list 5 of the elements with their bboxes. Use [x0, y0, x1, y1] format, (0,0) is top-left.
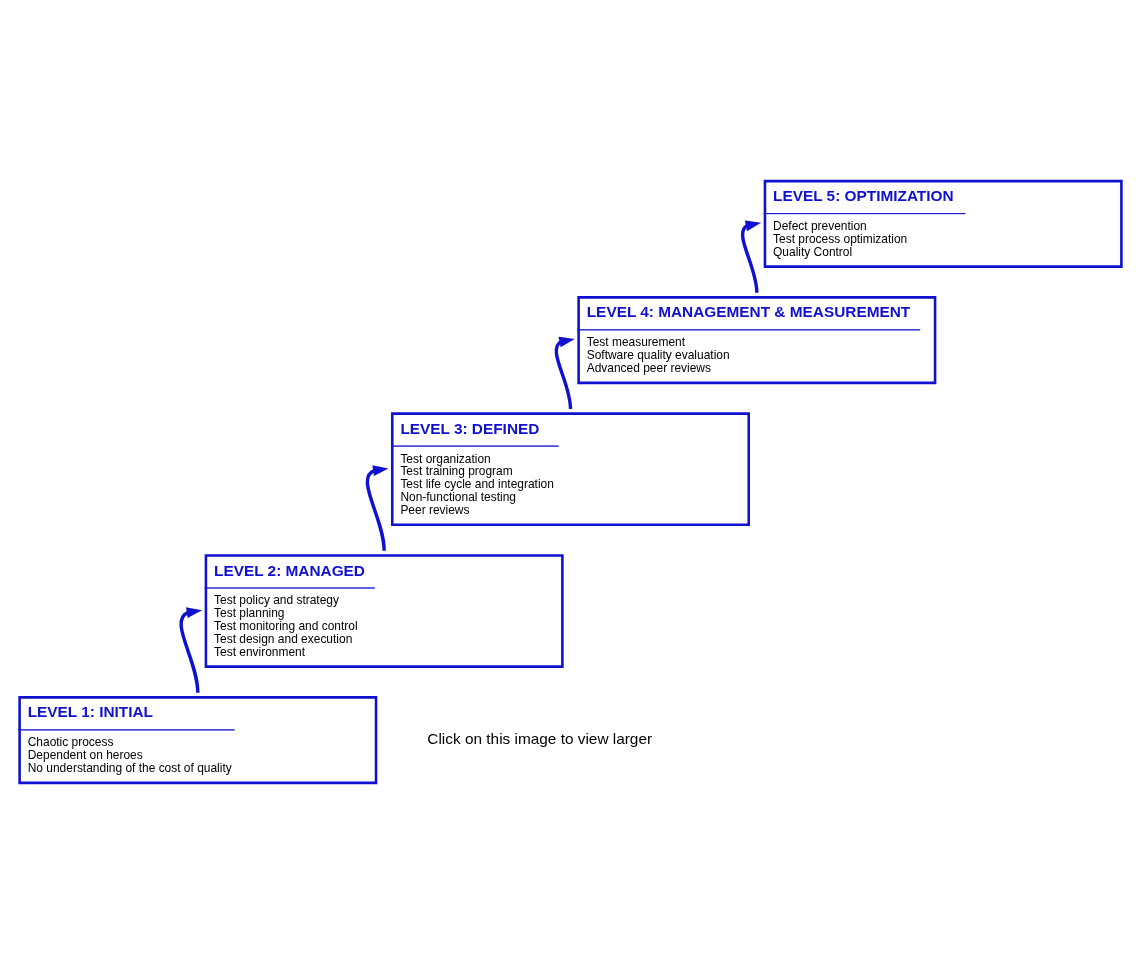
label: Click on this image to view larger: [427, 729, 653, 747]
arrow: [740, 220, 762, 293]
arrow: [365, 464, 389, 551]
arrow: [554, 336, 575, 409]
arrow: [179, 606, 203, 693]
